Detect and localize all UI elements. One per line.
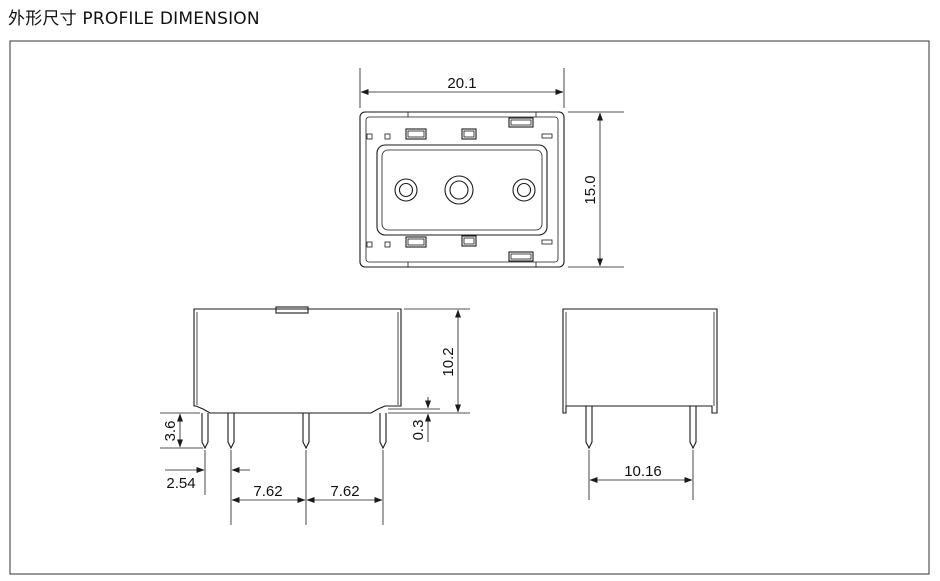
front-view-tab xyxy=(275,306,309,314)
side-view-body xyxy=(562,308,718,414)
page-title: 外形尺寸 PROFILE DIMENSION xyxy=(8,9,260,29)
dimension-pitch: 7.62 7.62 xyxy=(231,450,384,525)
dimension-pin-length: 3.6 xyxy=(160,412,203,449)
dimension-label-pin-length: 3.6 xyxy=(162,421,179,442)
dimension-label-pin-spacing: 10.16 xyxy=(624,463,662,480)
top-view-window xyxy=(376,144,548,236)
side-view-pins xyxy=(585,406,697,450)
terminal-hole-center xyxy=(444,175,474,205)
front-view-body xyxy=(193,308,402,414)
dimension-label-pitch-2: 7.62 xyxy=(330,483,359,500)
front-view: 10.2 0.3 3.6 2.54 xyxy=(160,306,470,525)
dimension-label-standoff: 0.3 xyxy=(410,420,427,441)
terminal-hole-right xyxy=(512,178,536,202)
front-view-pins xyxy=(201,413,387,450)
top-view-body xyxy=(359,111,565,268)
dimension-top-height: 15.0 xyxy=(568,111,624,268)
dimension-label-pin-offset: 2.54 xyxy=(166,475,195,492)
dimension-label-body-height: 10.2 xyxy=(440,347,457,376)
top-slots-upper xyxy=(366,117,553,140)
dimension-label-pitch-1: 7.62 xyxy=(253,483,282,500)
dimension-front-standoff: 0.3 xyxy=(388,397,440,442)
dimension-top-width: 20.1 xyxy=(359,68,565,108)
top-view: 20.1 15.0 xyxy=(359,68,624,268)
side-view: 10.16 xyxy=(562,308,718,500)
dimension-label-width: 20.1 xyxy=(447,75,476,92)
dimension-pin-offset: 2.54 xyxy=(165,450,250,525)
dimension-front-height: 10.2 xyxy=(388,308,470,414)
dimension-side-pin-spacing: 10.16 xyxy=(588,450,694,500)
drawing-frame xyxy=(9,40,930,575)
top-slots-lower xyxy=(366,235,553,262)
terminal-hole-left xyxy=(394,178,418,202)
dimension-label-height: 15.0 xyxy=(582,175,599,204)
